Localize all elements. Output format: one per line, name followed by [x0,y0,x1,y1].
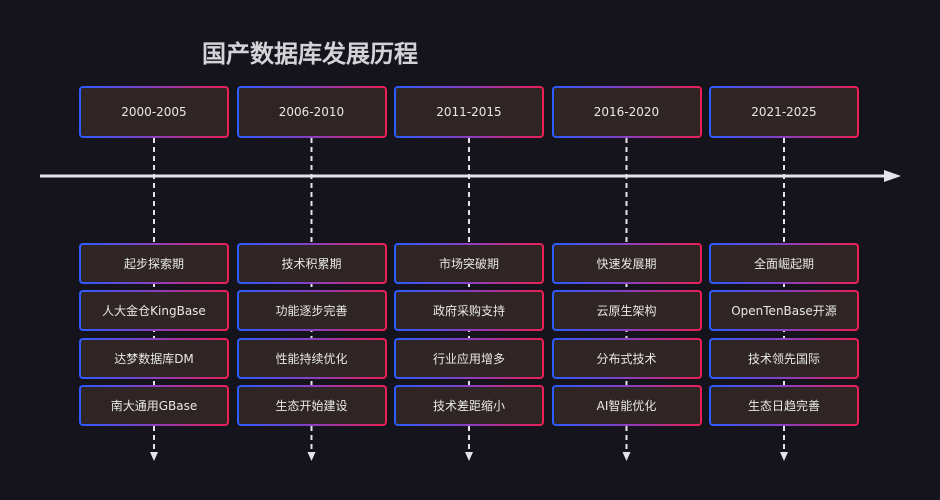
arrow-down-icon [150,452,158,461]
phase-label-box: 全面崛起期 [709,243,859,284]
milestone-box: OpenTenBase开源 [709,290,859,331]
phase-label-box: 市场突破期 [394,243,544,284]
milestone-box: 南大通用GBase [79,385,229,426]
arrow-down-icon [307,452,316,461]
phase-label-box: 起步探索期 [79,243,229,284]
milestone-box: AI智能优化 [552,385,702,426]
milestone-box: 生态开始建设 [237,385,387,426]
milestone-box: 云原生架构 [552,290,702,331]
milestone-box: 人大金仓KingBase [79,290,229,331]
milestone-box: 分布式技术 [552,338,702,379]
phase-label-box: 快速发展期 [552,243,702,284]
period-box: 2000-2005 [79,86,229,138]
milestone-box: 生态日趋完善 [709,385,859,426]
milestone-box: 行业应用增多 [394,338,544,379]
period-box: 2011-2015 [394,86,544,138]
arrow-down-icon [465,452,473,461]
phase-label-box: 技术积累期 [237,243,387,284]
period-box: 2021-2025 [709,86,859,138]
milestone-box: 技术差距缩小 [394,385,544,426]
period-box: 2016-2020 [552,86,702,138]
diagram-title: 国产数据库发展历程 [202,40,418,68]
milestone-box: 技术领先国际 [709,338,859,379]
arrow-down-icon [780,452,788,461]
milestone-box: 达梦数据库DM [79,338,229,379]
milestone-box: 功能逐步完善 [237,290,387,331]
period-box: 2006-2010 [237,86,387,138]
arrow-down-icon [622,452,631,461]
timeline-arrowhead-icon [884,170,901,182]
milestone-box: 性能持续优化 [237,338,387,379]
milestone-box: 政府采购支持 [394,290,544,331]
